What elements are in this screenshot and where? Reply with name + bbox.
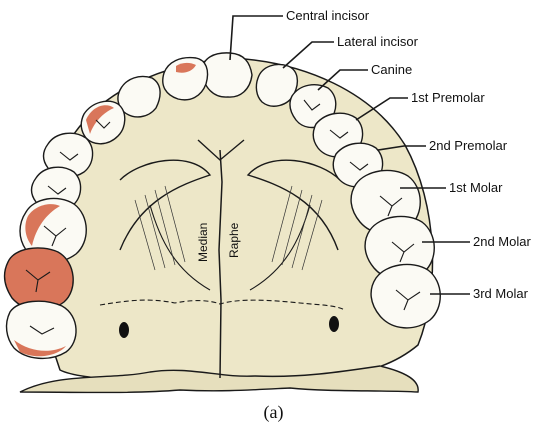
leader-central-incisor [230, 16, 283, 60]
label-lateral-incisor: Lateral incisor [337, 34, 419, 49]
tooth-3rd-molar-right [371, 264, 440, 327]
label-2nd-premolar: 2nd Premolar [429, 138, 508, 153]
tooth-lateral-incisor-left [118, 77, 160, 117]
foramen-right [329, 316, 339, 332]
label-1st-premolar: 1st Premolar [411, 90, 485, 105]
label-2nd-molar: 2nd Molar [473, 234, 531, 249]
label-raphe: Raphe [227, 222, 241, 258]
figure-caption: (a) [0, 402, 547, 423]
label-canine: Canine [371, 62, 412, 77]
tooth-central-incisor-left [202, 53, 252, 97]
label-central-incisor: Central incisor [286, 8, 370, 23]
leader-lateral-incisor [283, 42, 334, 68]
tooth-3rd-molar-left [7, 301, 77, 358]
label-median: Median [196, 223, 210, 262]
foramen-left [119, 322, 129, 338]
label-3rd-molar: 3rd Molar [473, 286, 529, 301]
label-1st-molar: 1st Molar [449, 180, 503, 195]
